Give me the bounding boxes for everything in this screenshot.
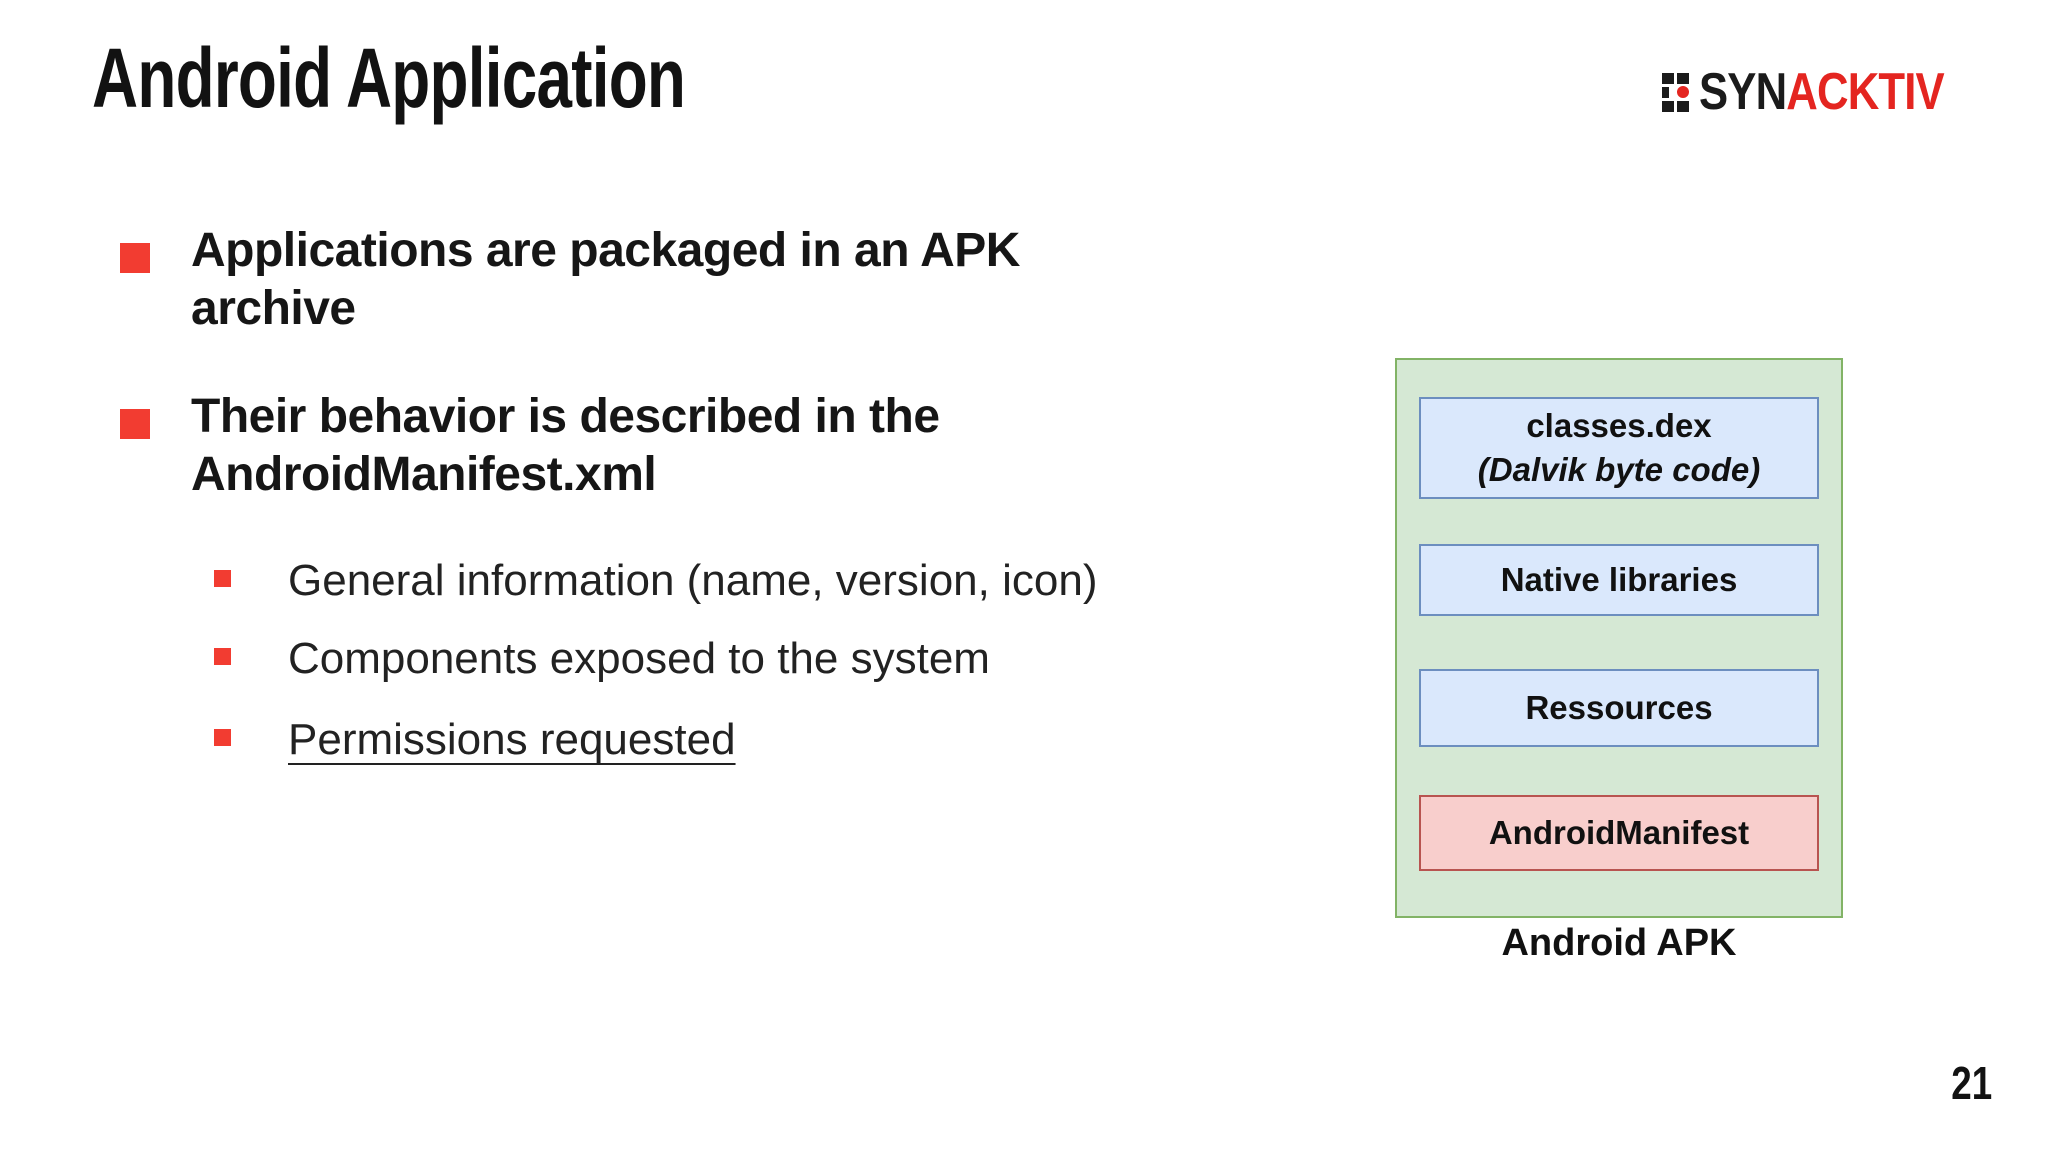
bullet-item: Applications are packaged in an APK arch… (191, 224, 1020, 335)
bullet-item: Their behavior is described in the Andro… (191, 390, 940, 501)
logo-half-square (1661, 86, 1669, 98)
apk-diagram-caption: Android APK (1501, 922, 1737, 964)
sub-bullet-item: Components exposed to the system (288, 634, 990, 683)
page-title: Android Application (92, 31, 686, 125)
apk-box-label: Native libraries (1500, 561, 1738, 598)
sub-bullet-item: General information (name, version, icon… (288, 556, 1098, 605)
logo-wordmark: SYNACKTIV (1698, 62, 1945, 122)
apk-structure-diagram: classes.dex (Dalvik byte code) Native li… (1395, 358, 1843, 918)
sub-bullet-marker (214, 570, 231, 587)
apk-box-ressources: Ressources (1419, 669, 1819, 747)
logo-text-syn: SYN (1698, 63, 1787, 121)
apk-box-native-libraries: Native libraries (1419, 544, 1819, 616)
bullet-marker (120, 243, 150, 273)
logo-text-acktiv: ACKTIV (1785, 63, 1944, 121)
synacktiv-logo: SYNACKTIV (1661, 62, 1990, 122)
logo-square (1661, 72, 1674, 84)
logo-square (1661, 100, 1674, 112)
page-number: 21 (1951, 1057, 1992, 1109)
logo-square (1676, 72, 1689, 84)
logo-red-dot-icon (1676, 86, 1689, 98)
sub-bullet-marker (214, 729, 231, 746)
apk-box-sublabel: (Dalvik byte code) (1477, 451, 1761, 488)
apk-box-classes-dex: classes.dex (Dalvik byte code) (1419, 397, 1819, 499)
sub-bullet-item: Permissions requested (288, 715, 736, 764)
apk-box-label: Ressources (1525, 689, 1713, 726)
apk-box-label: classes.dex (1526, 407, 1712, 444)
bullet-marker (120, 409, 150, 439)
synacktiv-grid-icon (1661, 72, 1689, 112)
apk-box-label: AndroidManifest (1488, 814, 1750, 851)
apk-box-androidmanifest: AndroidManifest (1419, 795, 1819, 871)
sub-bullet-marker (214, 648, 231, 665)
logo-square (1676, 100, 1689, 112)
